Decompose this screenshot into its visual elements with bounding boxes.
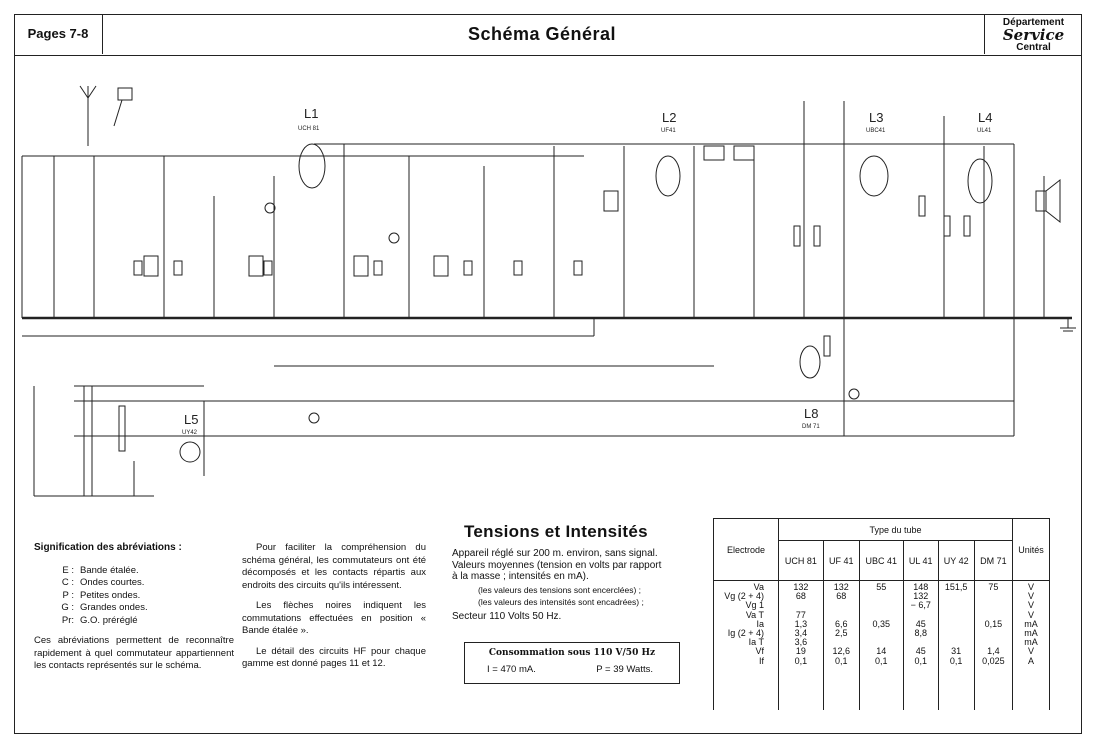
svg-text:L2: L2 <box>662 110 676 125</box>
abbr-row: G :Grandes ondes. <box>61 602 148 613</box>
abbr-row: C :Ondes courtes. <box>61 577 145 588</box>
antenna-symbol <box>79 85 133 146</box>
coils <box>83 145 755 497</box>
svg-text:DM 71: DM 71 <box>802 424 820 430</box>
abbr-row: P :Petites ondes. <box>62 589 141 601</box>
speaker-symbol <box>1035 178 1061 224</box>
abbreviations-note: Ces abréviations permettent de reconnaît… <box>34 635 234 671</box>
tube-values: 132 68 77 1,3 3,4 3,6 19 0,1 <box>778 580 824 710</box>
tube-L4: L4 UL41 <box>967 110 993 204</box>
tube-values: 75 0,15 1,4 0,025 <box>973 580 1014 710</box>
svg-text:UCH 81: UCH 81 <box>298 126 320 132</box>
tensions-line: Valeurs moyennes (tension en volts par r… <box>452 559 662 571</box>
dept-line3: Central <box>1016 42 1051 53</box>
explanation-paragraph: Pour faciliter la compréhension du schém… <box>242 542 426 591</box>
abbreviations-section: Signification des abréviations : E :Band… <box>34 542 234 673</box>
svg-text:UBC41: UBC41 <box>866 128 886 134</box>
tensions-note: (les valeurs des tensions sont encerclée… <box>478 584 641 595</box>
tensions-line: Appareil réglé sur 200 m. environ, sans … <box>452 548 658 559</box>
tube-L3: L3 UBC41 <box>859 110 889 197</box>
tensions-note: (les valeurs des intensités sont encadré… <box>478 596 644 607</box>
consumption-power: P = 39 Watts. <box>596 664 653 675</box>
page-header: Pages 7-8 Schéma Général Département Ser… <box>14 14 1082 56</box>
components <box>133 195 971 424</box>
abbr-row: Pr:G.O. préréglé <box>61 614 138 626</box>
department-block: Département Service Central <box>984 14 1082 54</box>
svg-text:UF41: UF41 <box>661 128 676 134</box>
abbr-row: E :Bande étalée. <box>62 564 139 576</box>
tube-col-header: UY 42 <box>937 540 975 581</box>
svg-text:L3: L3 <box>869 110 883 125</box>
explanation-section: Pour faciliter la compréhension du schém… <box>242 542 426 679</box>
svg-text:L4: L4 <box>978 110 992 125</box>
dept-line1: Département <box>1002 17 1065 28</box>
svg-text:L8: L8 <box>804 406 818 421</box>
tube-col-header: UCH 81 <box>778 540 824 581</box>
type-header: Type du tube <box>778 518 1013 541</box>
tube-col-header: UF 41 <box>822 540 860 581</box>
tube-values-table: Electrode Type du tube Unités UCH 81 UF … <box>713 518 1050 710</box>
tube-values: 148 132 − 6,7 45 8,8 45 0,1 <box>902 580 939 710</box>
page-frame <box>14 14 1082 734</box>
tube-values: 55 0,35 14 0,1 <box>858 580 904 710</box>
units-header: Unités <box>1012 518 1050 581</box>
svg-text:L5: L5 <box>184 412 198 427</box>
svg-text:L1: L1 <box>304 106 318 121</box>
page-number: Pages 7-8 <box>14 14 103 54</box>
tube-col-header: UBC 41 <box>858 540 904 581</box>
tube-values: 151,5 31 0,1 <box>937 580 975 710</box>
tensions-section: Tensions et Intensités Appareil réglé su… <box>452 522 702 622</box>
page-title: Schéma Général <box>467 24 617 44</box>
tensions-sector: Secteur 110 Volts 50 Hz. <box>452 610 562 622</box>
wiring <box>21 101 1072 497</box>
tube-col-header: UL 41 <box>902 540 939 581</box>
consumption-current: I = 470 mA. <box>487 664 536 675</box>
tensions-line: à la masse ; intensités en mA). <box>452 571 589 582</box>
svg-text:UY42: UY42 <box>182 430 198 436</box>
electrode-header: Electrode <box>713 518 779 581</box>
ground-symbol <box>1060 318 1076 332</box>
explanation-paragraph: Les flèches noires indiquent les commuta… <box>242 600 426 636</box>
unit-values: V V V V mA mA mA V A <box>1012 580 1050 710</box>
tube-L1: L1 UCH 81 <box>298 106 326 189</box>
tensions-title: Tensions et Intensités <box>464 522 648 541</box>
tube-L8: L8 DM 71 <box>799 345 821 430</box>
consumption-title: Consommation sous 110 V/50 Hz <box>488 648 656 658</box>
tube-L2: L2 UF41 <box>655 110 681 197</box>
abbreviations-title: Signification des abréviations : <box>34 542 182 553</box>
tube-values: 132 68 6,6 2,5 12,6 0,1 <box>822 580 860 710</box>
tube-col-header: DM 71 <box>973 540 1014 581</box>
tube-L5: L5 UY42 <box>179 412 201 463</box>
consumption-box: Consommation sous 110 V/50 Hz I = 470 mA… <box>464 642 680 684</box>
schematic-diagram: L1 UCH 81 L2 UF41 L3 UBC41 L4 UL41 L5 UY… <box>21 85 1076 497</box>
electrode-names: Va Vg (2 + 4) Vg 1 Va T Ia Ig (2 + 4) Ia… <box>713 580 779 710</box>
explanation-paragraph: Le détail des circuits HF pour chaque ga… <box>242 645 426 670</box>
svg-text:UL41: UL41 <box>977 128 992 134</box>
dept-service: Service <box>1002 26 1065 44</box>
